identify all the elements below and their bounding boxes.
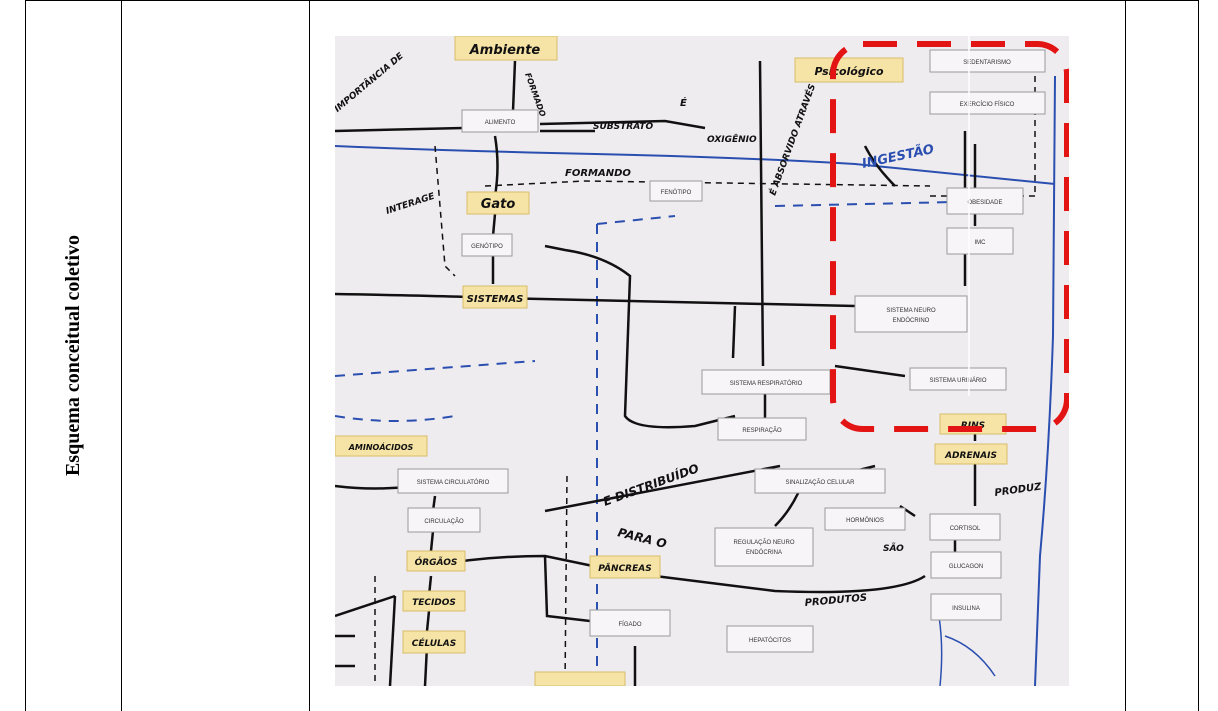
card-respiratorio: SISTEMA RESPIRATÓRIO xyxy=(730,380,803,387)
hw-formando: FORMANDO xyxy=(565,168,631,179)
highlight-box xyxy=(830,41,1069,432)
hw-e: É xyxy=(680,96,687,109)
table-border-left xyxy=(25,0,26,711)
card-circulatorio: SISTEMA CIRCULATÓRIO xyxy=(417,479,490,486)
card-insulina: INSULINA xyxy=(952,606,980,612)
card-regulacao-1: REGULAÇÃO NEURO xyxy=(733,539,794,546)
card-neuro-1: SISTEMA NEURO xyxy=(886,308,936,314)
card-circulacao: CIRCULAÇÃO xyxy=(424,518,464,525)
row-label: Esquema conceitual coletivo xyxy=(62,234,84,477)
hw-sao: SÃO xyxy=(883,543,904,554)
card-hormonios: HORMÔNIOS xyxy=(846,517,884,524)
card-figado: FÍGADO xyxy=(618,621,641,628)
card-glucagon: GLUCAGON xyxy=(949,564,983,570)
table-border-top xyxy=(25,0,1199,1)
table-border-col1 xyxy=(121,0,122,711)
card-fenotipo: FENÓTIPO xyxy=(661,189,692,196)
note-celulas: CÉLULAS xyxy=(412,637,457,649)
table-border-right xyxy=(1198,0,1199,711)
note-sistemas: SISTEMAS xyxy=(467,294,524,305)
card-hepatocitos: HEPATÓCITOS xyxy=(749,637,791,644)
card-cortisol: CORTISOL xyxy=(950,526,981,532)
note-ambiente: Ambiente xyxy=(469,43,541,58)
card-respiracao: RESPIRAÇÃO xyxy=(742,427,782,434)
note-orgaos: ÓRGÃOS xyxy=(415,556,458,568)
concept-map-photo: ALIMENTO GENÓTIPO FENÓTIPO SEDENTARISMO … xyxy=(335,36,1069,686)
hw-produtos: PRODUTOS xyxy=(804,593,867,609)
card-neuro-2: ENDÓCRINO xyxy=(893,317,930,324)
card-urinario: SISTEMA URINÁRIO xyxy=(929,377,986,384)
hw-oxigenio: OXIGÊNIO xyxy=(707,134,757,145)
card-regulacao-2: ENDÓCRINA xyxy=(746,549,782,556)
card-imc: IMC xyxy=(975,240,987,246)
note-pancreas: PÂNCREAS xyxy=(598,563,651,574)
note-adrenais: ADRENAIS xyxy=(944,451,997,461)
card-sedentarismo: SEDENTARISMO xyxy=(963,60,1011,66)
note-psicologico: Psicológico xyxy=(814,65,884,78)
note-tecidos: TECIDOS xyxy=(412,598,456,608)
table-border-col2 xyxy=(309,0,310,711)
note-aminoacidos: AMINOÁCIDOS xyxy=(348,441,414,452)
card-alimento: ALIMENTO xyxy=(485,120,516,126)
hw-substrato: SUBSTRATO xyxy=(593,122,653,132)
card-genotipo: GENÓTIPO xyxy=(471,243,503,250)
note-gato: Gato xyxy=(481,197,516,212)
row-label-cell: Esquema conceitual coletivo xyxy=(26,0,121,711)
table-border-col3 xyxy=(1125,0,1126,711)
card-sinalizacao: SINALIZAÇÃO CELULAR xyxy=(785,479,855,486)
card-exercicio: EXERCÍCIO FÍSICO xyxy=(960,101,1015,108)
card-obesidade: OBESIDADE xyxy=(967,200,1002,206)
